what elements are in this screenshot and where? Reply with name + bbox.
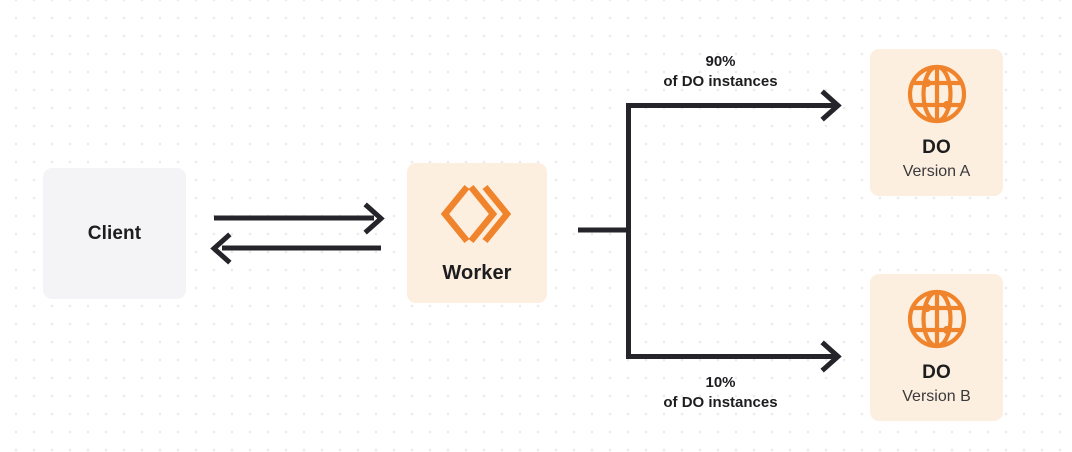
node-do-version-a[interactable]: DO Version A bbox=[870, 49, 1003, 196]
edge-label-do-b-description: of DO instances bbox=[663, 393, 778, 411]
node-worker-label: Worker bbox=[442, 261, 512, 284]
node-do-version-b-sublabel: Version B bbox=[902, 388, 971, 406]
edge-label-do-a-description: of DO instances bbox=[663, 72, 778, 90]
node-do-version-b[interactable]: DO Version B bbox=[870, 274, 1003, 421]
arrow-worker-to-client bbox=[210, 232, 381, 265]
node-do-version-a-label: DO bbox=[922, 137, 951, 159]
arrow-worker-to-do-b bbox=[626, 340, 842, 373]
durable-object-globe-icon bbox=[906, 63, 968, 125]
edge-label-do-a-percent: 90% bbox=[705, 53, 736, 70]
node-do-version-b-label: DO bbox=[922, 362, 951, 384]
edge-label-do-b: 10% of DO instances bbox=[628, 373, 813, 413]
node-client-label: Client bbox=[87, 222, 142, 244]
node-worker[interactable]: Worker bbox=[407, 163, 547, 303]
cloudflare-workers-icon bbox=[440, 182, 514, 246]
durable-object-globe-icon bbox=[906, 288, 968, 350]
edge-label-do-a: 90% of DO instances bbox=[628, 52, 813, 92]
arrow-worker-to-do-a bbox=[626, 89, 842, 122]
node-do-version-a-sublabel: Version A bbox=[902, 163, 971, 181]
worker-branch-trunk bbox=[578, 103, 631, 359]
arrow-client-to-worker bbox=[214, 202, 385, 235]
edge-label-do-b-percent: 10% bbox=[705, 374, 736, 391]
node-client[interactable]: Client bbox=[43, 168, 186, 299]
